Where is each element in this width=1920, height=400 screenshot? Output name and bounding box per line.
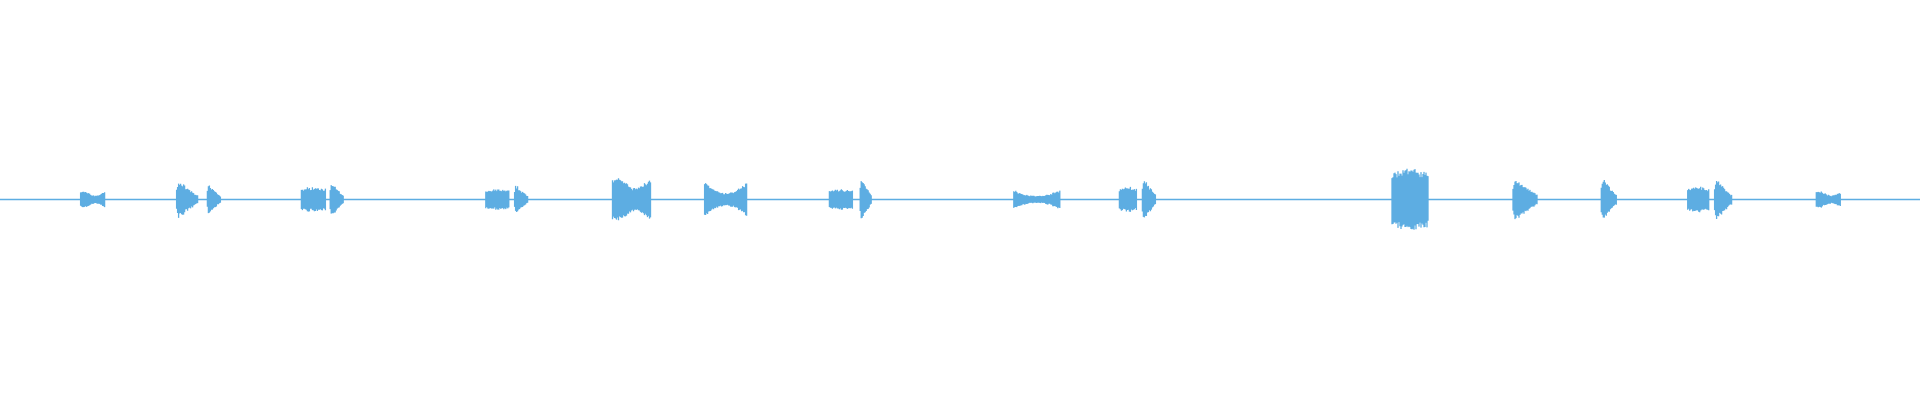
waveform-burst — [175, 183, 199, 218]
waveform-burst — [1141, 181, 1157, 218]
waveform-burst — [1600, 180, 1617, 218]
waveform-burst — [1512, 181, 1538, 220]
waveform-burst — [1687, 186, 1710, 213]
waveform-burst — [703, 183, 748, 216]
waveform-burst — [828, 189, 854, 210]
waveform-burst — [1118, 186, 1138, 212]
waveform-burst — [1391, 168, 1429, 230]
waveform-burst — [300, 187, 327, 212]
waveform-burst — [513, 185, 529, 212]
waveform-burst — [1013, 190, 1061, 209]
waveform-burst — [1713, 181, 1733, 219]
waveform-burst — [206, 185, 222, 214]
waveform-burst — [859, 181, 872, 219]
waveform-burst — [79, 191, 106, 208]
waveform-burst — [485, 189, 510, 210]
waveform-bursts — [79, 168, 1841, 230]
waveform-burst — [611, 178, 652, 221]
waveform-burst — [329, 185, 344, 214]
waveform-burst — [1815, 191, 1841, 208]
